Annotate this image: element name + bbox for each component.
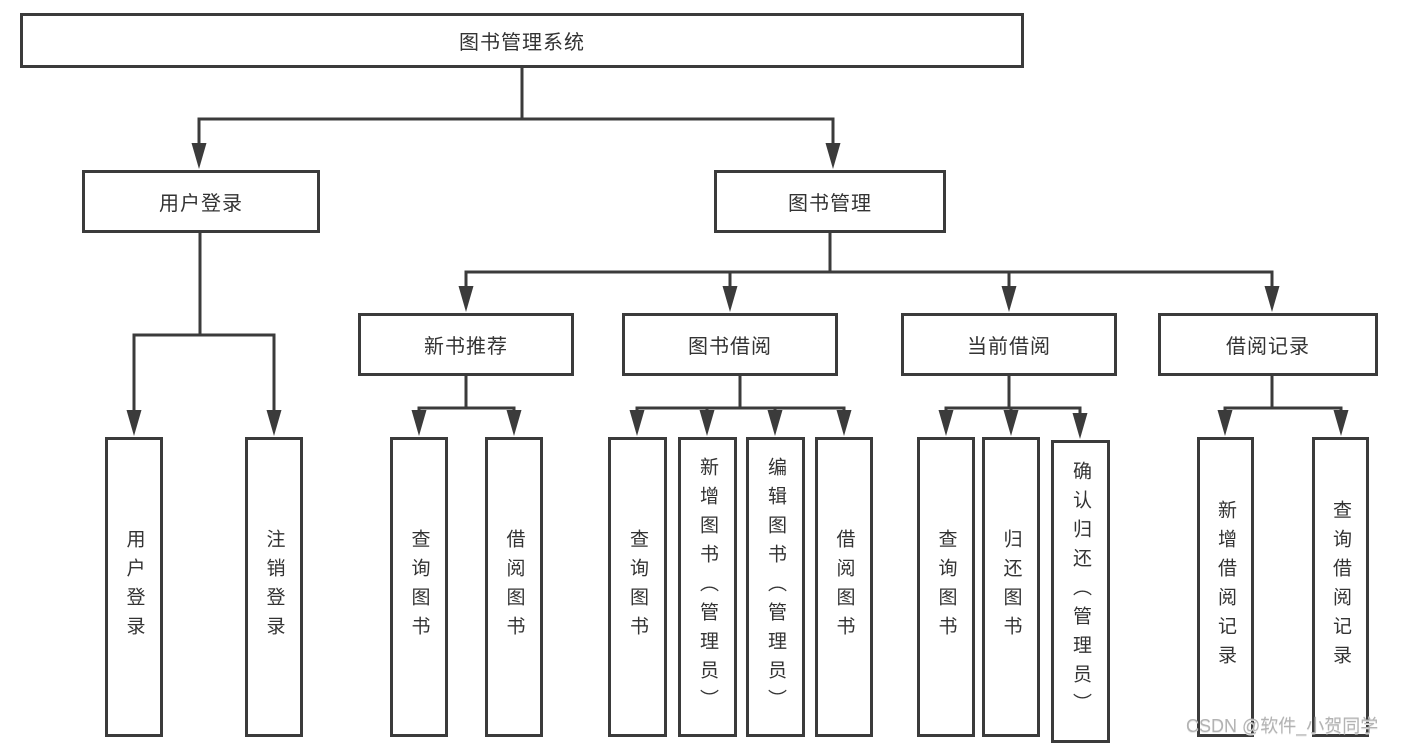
- edge-bookmgmt-level3: [464, 233, 1274, 274]
- node-root: 图书管理系统: [20, 13, 1024, 68]
- arrowhead-icon: [1217, 410, 1233, 436]
- leaf-current-confirm: 确认归还（管理员）: [1051, 440, 1110, 743]
- leaf-current-return: 归还图书: [982, 437, 1040, 737]
- arrowhead-icon: [1333, 410, 1349, 436]
- node-new-books: 新书推荐: [358, 313, 574, 376]
- edge-newbooks-leaves: [417, 374, 516, 410]
- leaf-records-query-label: 查询借阅记录: [1330, 500, 1351, 674]
- node-book-mgmt: 图书管理: [714, 170, 946, 233]
- leaf-current-query: 查询图书: [917, 437, 975, 737]
- arrowhead-icon: [767, 410, 783, 436]
- node-new-books-label: 新书推荐: [424, 336, 508, 358]
- edge-borrowrecords-leaves: [1223, 374, 1343, 410]
- edge-bookborrow-leaves: [635, 374, 846, 410]
- leaf-current-return-label: 归还图书: [1000, 529, 1022, 645]
- arrowhead-icon: [411, 410, 427, 436]
- leaf-user-login: 用户登录: [105, 437, 163, 737]
- arrowhead-icon: [1072, 413, 1088, 439]
- leaf-current-query-label: 查询图书: [935, 529, 957, 645]
- arrowhead-icon: [506, 410, 522, 436]
- leaf-records-add: 新增借阅记录: [1197, 437, 1254, 737]
- node-book-borrow: 图书借阅: [622, 313, 838, 376]
- node-current-borrow: 当前借阅: [901, 313, 1117, 376]
- node-current-borrow-label: 当前借阅: [967, 336, 1051, 358]
- leaf-newbooks-query-label: 查询图书: [408, 529, 430, 645]
- leaf-bookborrow-query: 查询图书: [608, 437, 667, 737]
- csdn-watermark: CSDN @软件_小贺同学: [1186, 716, 1379, 736]
- leaf-logout: 注销登录: [245, 437, 303, 737]
- leaf-current-confirm-label: 确认归还（管理员）: [1070, 461, 1091, 722]
- leaf-bookborrow-edit-label: 编辑图书（管理员）: [765, 456, 786, 718]
- arrowhead-icon: [266, 410, 282, 436]
- leaf-bookborrow-query-label: 查询图书: [627, 529, 648, 645]
- node-borrow-records: 借阅记录: [1158, 313, 1378, 376]
- node-book-borrow-label: 图书借阅: [688, 336, 772, 358]
- arrowhead-icon: [836, 410, 852, 436]
- arrowhead-icon: [191, 143, 207, 169]
- node-root-label: 图书管理系统: [459, 32, 585, 54]
- leaf-records-add-label: 新增借阅记录: [1215, 500, 1236, 674]
- leaf-bookborrow-edit: 编辑图书（管理员）: [746, 437, 805, 737]
- leaf-bookborrow-add-label: 新增图书（管理员）: [697, 456, 718, 718]
- node-user-login: 用户登录: [82, 170, 320, 233]
- leaf-user-login-label: 用户登录: [123, 529, 145, 645]
- arrowhead-icon: [1264, 286, 1280, 312]
- edge-root-level2: [197, 66, 835, 121]
- arrowhead-icon: [126, 410, 142, 436]
- arrowhead-icon: [1003, 410, 1019, 436]
- arrowhead-icon: [1001, 286, 1017, 312]
- leaf-bookborrow-borrow-label: 借阅图书: [833, 529, 855, 645]
- node-borrow-records-label: 借阅记录: [1226, 336, 1310, 358]
- arrowhead-icon: [825, 143, 841, 169]
- node-book-mgmt-label: 图书管理: [788, 193, 872, 215]
- leaf-logout-label: 注销登录: [263, 529, 285, 645]
- arrowhead-icon: [629, 410, 645, 436]
- edge-currentborrow-leaves: [944, 374, 1082, 410]
- arrowhead-icon: [722, 286, 738, 312]
- node-user-login-label: 用户登录: [159, 193, 243, 215]
- arrowhead-icon: [458, 286, 474, 312]
- arrowhead-icon: [699, 410, 715, 436]
- leaf-bookborrow-borrow: 借阅图书: [815, 437, 873, 737]
- leaf-bookborrow-add: 新增图书（管理员）: [678, 437, 737, 737]
- arrowheads: [126, 143, 1349, 439]
- arrowhead-icon: [938, 410, 954, 436]
- leaf-newbooks-borrow-label: 借阅图书: [503, 529, 525, 645]
- leaf-newbooks-borrow: 借阅图书: [485, 437, 543, 737]
- leaf-records-query: 查询借阅记录: [1312, 437, 1369, 737]
- leaf-newbooks-query: 查询图书: [390, 437, 448, 737]
- edge-userlogin-leaves: [132, 233, 276, 337]
